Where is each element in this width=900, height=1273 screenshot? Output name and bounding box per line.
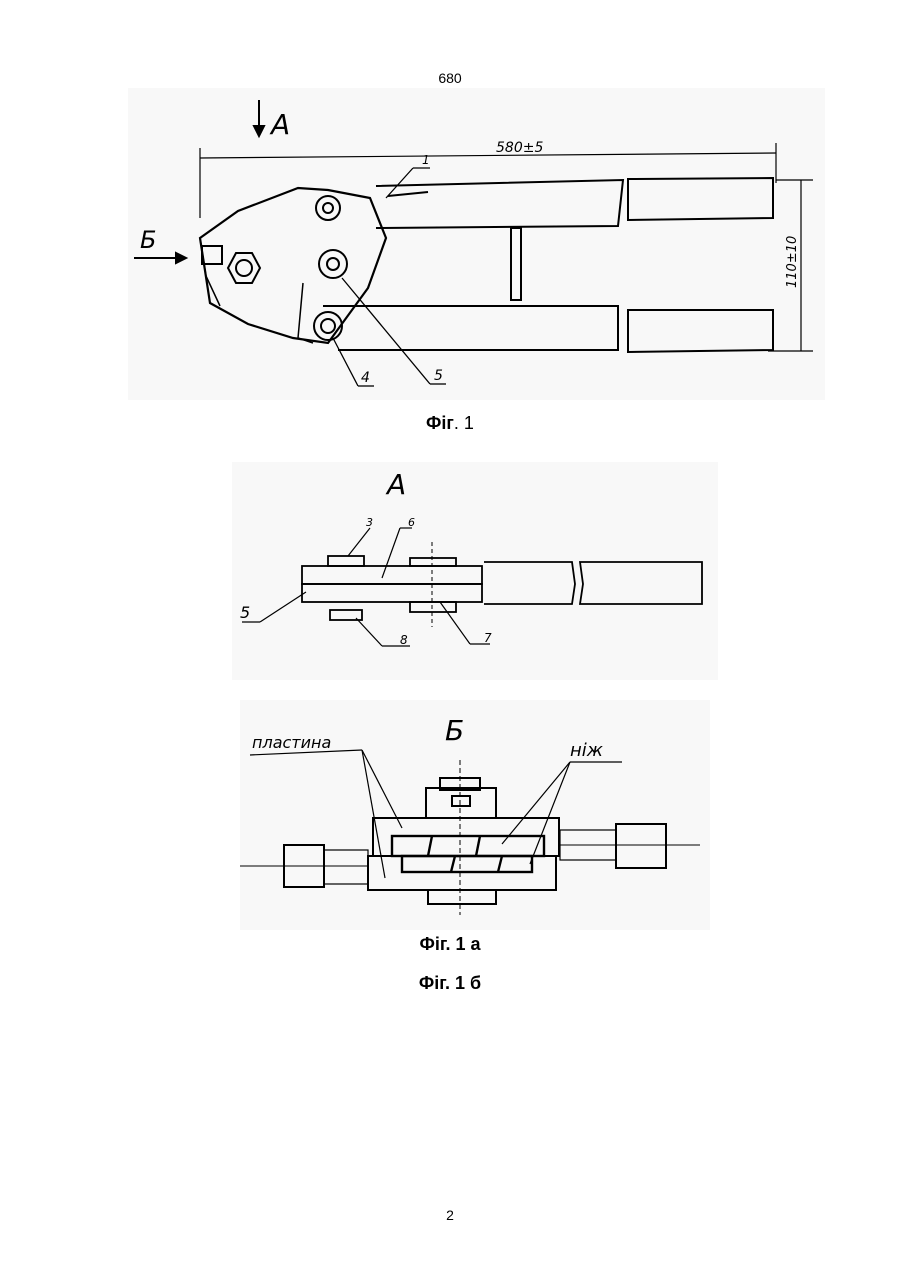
figure-1-caption-prefix: Фіг <box>426 413 454 433</box>
figure-1b-caption-prefix: Фіг <box>419 973 445 993</box>
figure-1-callout-4: 4 <box>361 370 370 386</box>
figure-1-panel: A Б 580±5 110±10 1 4 5 <box>128 88 825 400</box>
figure-1-caption-suffix: . 1 <box>454 413 474 433</box>
figure-a-title: A <box>385 468 406 501</box>
figure-1-dim-height: 110±10 <box>785 236 800 288</box>
figure-1-label-a: A <box>269 108 290 141</box>
figure-a-panel: A 3 6 5 7 8 <box>232 462 718 680</box>
figure-b-label-plates: пластина <box>252 733 331 752</box>
figure-1-drawing: A Б 580±5 110±10 1 4 5 <box>128 88 825 400</box>
figure-1b-caption-suffix: . 1 б <box>445 973 481 993</box>
figure-1a-caption: Фіг. 1 а <box>0 934 900 955</box>
figure-a-callout-3: 3 <box>366 516 373 529</box>
page-number: 2 <box>0 1207 900 1223</box>
figure-a-callout-7: 7 <box>484 631 492 645</box>
figure-b-drawing: Б пластина ніж <box>240 700 710 930</box>
figure-a-callout-5: 5 <box>240 603 250 622</box>
figure-b-panel: Б пластина ніж <box>240 700 710 930</box>
figure-b-label-knife: ніж <box>570 740 604 761</box>
figure-1-dim-length: 580±5 <box>496 140 543 156</box>
figure-a-callout-6: 6 <box>408 516 415 529</box>
figure-1-callout-5: 5 <box>434 368 443 384</box>
figure-a-callout-8: 8 <box>400 633 408 647</box>
figure-a-drawing: A 3 6 5 7 8 <box>232 462 718 680</box>
figure-1-caption: Фіг. 1 <box>0 413 900 434</box>
figure-1a-caption-prefix: Фіг <box>419 934 445 954</box>
figure-1b-caption: Фіг. 1 б <box>0 973 900 994</box>
figure-1-label-b: Б <box>140 226 156 254</box>
page-header: 680 <box>0 70 900 86</box>
figure-1a-caption-suffix: . 1 а <box>446 934 481 954</box>
figure-1-callout-1: 1 <box>422 153 430 167</box>
figure-b-title: Б <box>445 714 464 747</box>
